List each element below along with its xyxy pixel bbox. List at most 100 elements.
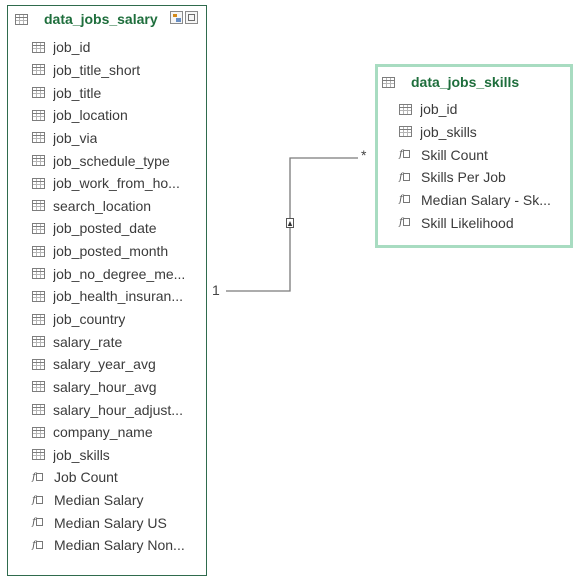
field-label: job_id <box>53 39 91 56</box>
field-label: salary_rate <box>53 333 123 350</box>
table-column-icon <box>32 155 45 167</box>
table-icon <box>15 13 28 25</box>
field-label: salary_hour_avg <box>53 378 157 395</box>
field-label: job_title_short <box>53 61 141 78</box>
field-row[interactable]: job_country <box>8 308 216 331</box>
field-label: job_health_insuran... <box>53 288 183 305</box>
measure-fx-icon: f <box>399 172 413 183</box>
field-list: job_id job_title_short job_title job_locati… <box>8 36 206 557</box>
table-header[interactable]: data_jobs_salary <box>8 6 206 32</box>
field-row[interactable]: f Median Salary <box>8 489 216 512</box>
field-row[interactable]: job_posted_month <box>8 240 216 263</box>
table-column-icon <box>32 336 45 348</box>
field-label: Job Count <box>54 469 118 486</box>
table-column-icon <box>32 200 45 212</box>
table-column-icon <box>32 404 45 416</box>
field-label: job_work_from_ho... <box>53 175 180 192</box>
table-title: data_jobs_skills <box>411 74 520 90</box>
field-label: Median Salary - Sk... <box>421 191 551 208</box>
table-column-icon <box>32 268 45 280</box>
measure-fx-icon: f <box>32 495 46 506</box>
table-column-icon <box>32 177 45 189</box>
table-column-icon <box>32 109 45 121</box>
table-column-icon <box>32 426 45 438</box>
maximize-icon[interactable] <box>185 11 198 24</box>
field-row[interactable]: company_name <box>8 421 216 444</box>
field-row[interactable]: job_location <box>8 104 216 127</box>
measure-fx-icon: f <box>399 149 413 160</box>
field-row[interactable]: f Median Salary Non... <box>8 534 216 557</box>
field-label: Median Salary <box>54 492 144 509</box>
table-header[interactable]: data_jobs_skills <box>378 69 570 95</box>
field-label: job_location <box>53 107 128 124</box>
field-label: Skill Count <box>421 146 488 163</box>
field-row[interactable]: f Job Count <box>8 466 216 489</box>
table-title: data_jobs_salary <box>44 11 158 27</box>
field-row[interactable]: f Skills Per Job <box>378 166 577 189</box>
field-row[interactable]: job_schedule_type <box>8 149 216 172</box>
field-row[interactable]: job_title <box>8 81 216 104</box>
field-label: salary_year_avg <box>53 356 156 373</box>
field-label: job_country <box>53 311 126 327</box>
table-column-icon <box>32 222 45 234</box>
table-column-icon <box>32 381 45 393</box>
field-row[interactable]: job_no_degree_me... <box>8 262 216 285</box>
field-label: company_name <box>53 424 153 441</box>
field-label: job_posted_month <box>53 243 169 260</box>
field-row[interactable]: salary_hour_adjust... <box>8 398 216 421</box>
field-row[interactable]: salary_rate <box>8 330 216 353</box>
filter-direction-icon <box>286 218 294 228</box>
field-row[interactable]: job_id <box>8 36 216 59</box>
field-label: job_schedule_type <box>53 152 170 169</box>
table-column-icon <box>32 87 45 99</box>
field-label: job_via <box>53 129 98 146</box>
field-label: Skill Likelihood <box>421 214 514 231</box>
table-column-icon <box>399 126 412 138</box>
table-column-icon <box>32 64 45 76</box>
field-label: job_title <box>53 84 102 101</box>
field-label: salary_hour_adjust... <box>53 401 183 418</box>
field-label: Median Salary Non... <box>54 537 185 554</box>
field-row[interactable]: job_via <box>8 127 216 150</box>
table-column-icon <box>32 290 45 302</box>
field-row[interactable]: search_location <box>8 194 216 217</box>
table-column-icon <box>32 41 45 53</box>
field-row[interactable]: job_title_short <box>8 59 216 82</box>
field-label: job_id <box>420 101 458 118</box>
table-column-icon <box>32 449 45 461</box>
field-row[interactable]: salary_year_avg <box>8 353 216 376</box>
create-hierarchy-icon[interactable] <box>170 11 183 24</box>
header-actions <box>170 11 198 24</box>
field-row[interactable]: job_work_from_ho... <box>8 172 216 195</box>
field-label: Median Salary US <box>54 514 167 531</box>
field-row[interactable]: job_skills <box>8 444 216 467</box>
field-label: job_posted_date <box>53 220 157 237</box>
measure-fx-icon: f <box>32 472 46 483</box>
table-column-icon <box>32 132 45 144</box>
cardinality-one-label: 1 <box>212 282 220 298</box>
table-column-icon <box>32 313 45 325</box>
field-row[interactable]: salary_hour_avg <box>8 376 216 399</box>
field-label: job_no_degree_me... <box>53 265 186 282</box>
table-column-icon <box>399 103 412 115</box>
measure-fx-icon: f <box>32 540 46 551</box>
field-row[interactable]: f Skill Count <box>378 143 577 166</box>
table-column-icon <box>32 358 45 370</box>
table-icon <box>382 76 395 88</box>
field-label: Skills Per Job <box>421 169 506 186</box>
field-label: search_location <box>53 197 152 214</box>
cardinality-many-label: * <box>361 147 367 163</box>
field-row[interactable]: job_skills <box>378 121 577 144</box>
field-row[interactable]: job_posted_date <box>8 217 216 240</box>
field-row[interactable]: job_id <box>378 98 577 121</box>
field-label: job_skills <box>53 446 110 463</box>
field-row[interactable]: job_health_insuran... <box>8 285 216 308</box>
